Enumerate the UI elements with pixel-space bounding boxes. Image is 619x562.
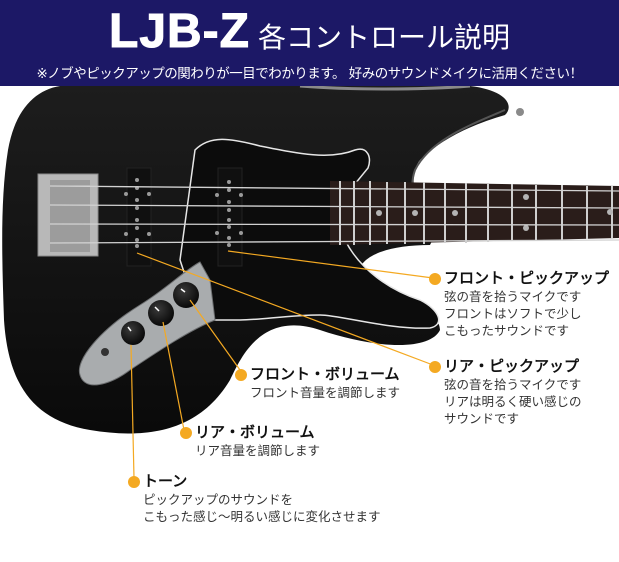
callout-tone: トーン ピックアップのサウンドを こもった感じ～明るい感じに変化させます — [128, 471, 381, 525]
bullet-dot-icon — [429, 361, 441, 373]
output-jack — [101, 348, 109, 356]
bullet-dot-icon — [128, 476, 140, 488]
callout-line: こもった感じ～明るい感じに変化させます — [143, 509, 381, 524]
model-name: LJB-Z — [109, 5, 250, 59]
callout-line: フロント音量を調節します — [250, 385, 401, 400]
callout-title: トーン — [143, 472, 188, 490]
bullet-dot-icon — [429, 273, 441, 285]
callout-line: ピックアップのサウンドを — [143, 492, 294, 507]
callout-line: 弦の音を拾うマイクです — [444, 377, 582, 392]
leader-lines — [130, 250, 434, 479]
front-pickup — [217, 167, 243, 267]
subtitle: ※ノブやピックアップの関わりが一目でわかります。 好みのサウンドメイクに活用くだ… — [36, 66, 583, 82]
front-volume-knob — [173, 282, 199, 308]
page-title: 各コントロール説明 — [257, 21, 510, 54]
rear-pickup — [126, 167, 152, 267]
callout-front-pickup: フロント・ピックアップ 弦の音を拾うマイクです フロントはソフトで少し こもった… — [429, 268, 610, 339]
fret-markers — [376, 194, 613, 231]
callout-title: フロント・ボリューム — [250, 365, 400, 383]
callout-line: こもったサウンドです — [444, 323, 570, 338]
tone-knob — [121, 321, 145, 345]
bullet-dot-icon — [235, 369, 247, 381]
bullet-dot-icon — [180, 427, 192, 439]
pickguard — [179, 138, 440, 329]
callout-front-volume: フロント・ボリューム フロント音量を調節します — [235, 364, 401, 401]
callout-title: リア・ボリューム — [195, 423, 315, 441]
callout-line: リア音量を調節します — [195, 443, 321, 458]
callout-title: リア・ピックアップ — [444, 357, 580, 375]
strap-button — [516, 108, 524, 116]
callout-rear-volume: リア・ボリューム リア音量を調節します — [180, 422, 321, 459]
callout-line: サウンドです — [444, 411, 520, 426]
callout-rear-pickup: リア・ピックアップ 弦の音を拾うマイクです リアは明るく硬い感じの サウンドです — [429, 356, 582, 427]
bass-guitar-icon — [2, 84, 619, 479]
callout-title: フロント・ピックアップ — [444, 269, 610, 287]
callout-line: リアは明るく硬い感じの — [444, 394, 582, 409]
bass-illustration — [0, 84, 619, 558]
fretboard — [330, 181, 619, 245]
callout-line: フロントはソフトで少し — [444, 306, 582, 321]
strings — [49, 185, 619, 244]
frets — [339, 181, 613, 245]
rear-volume-knob — [148, 300, 174, 326]
callout-line: 弦の音を拾うマイクです — [444, 289, 582, 304]
